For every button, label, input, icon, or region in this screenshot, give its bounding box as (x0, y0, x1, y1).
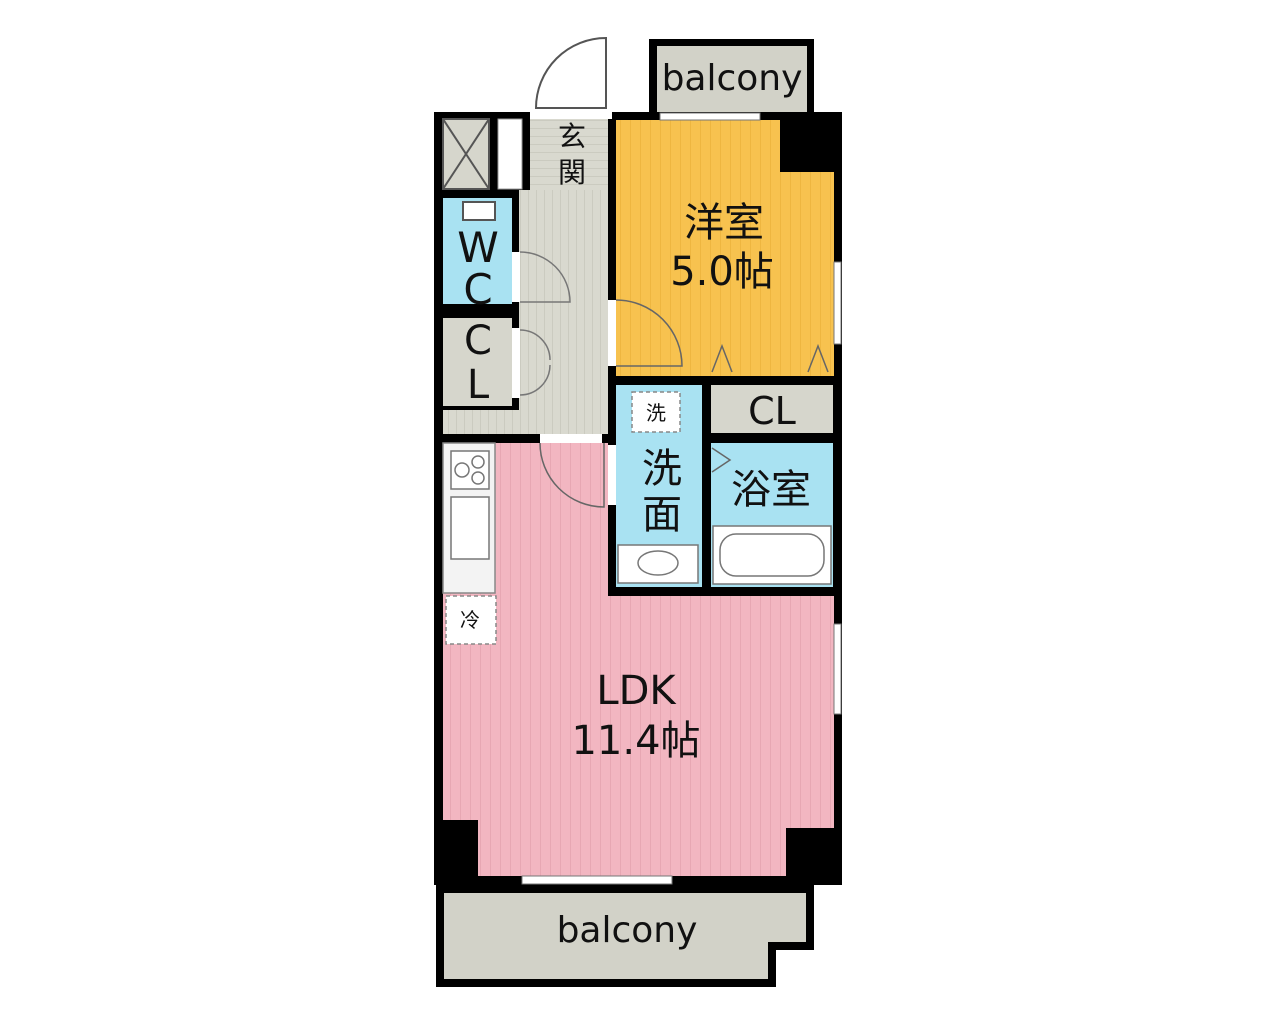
fridge-label: 冷 (460, 608, 480, 632)
ldk-window-side (833, 623, 842, 715)
balcony-top: balcony (649, 39, 814, 115)
closet-right-label: CL (748, 389, 796, 433)
closet-left-letter-c: C (464, 318, 492, 364)
entrance-label-2: 関 (558, 156, 586, 189)
western-room-name: 洋室 (684, 200, 764, 246)
ldk-name: LDK (596, 668, 677, 714)
bathroom: 浴室 (711, 443, 833, 587)
sink-icon (450, 496, 490, 560)
balcony-bottom-label: balcony (557, 910, 698, 951)
western-room: 洋室 5.0帖 (608, 112, 842, 376)
bathtub-icon (712, 525, 832, 585)
washing-machine-icon (631, 391, 681, 433)
western-room-window-side (833, 261, 842, 345)
ldk-room: 冷 LDK 11.4帖 (442, 434, 842, 885)
entrance-door (534, 36, 607, 109)
closet-left-letter-l: L (467, 362, 490, 408)
wc-room: W C (443, 198, 571, 314)
hallway-floor (519, 190, 608, 434)
washroom-letter-2: 面 (642, 492, 682, 538)
washroom: 洗 洗 面 (608, 385, 702, 587)
entrance: 玄 関 (442, 36, 608, 190)
western-room-window-top (659, 112, 761, 121)
ldk-size: 11.4帖 (571, 718, 700, 764)
balcony-bottom: balcony (436, 885, 814, 987)
washroom-letter-1: 洗 (642, 446, 682, 492)
washer-label: 洗 (646, 401, 666, 425)
closet-left: C L (443, 318, 551, 408)
balcony-top-label: balcony (662, 58, 803, 99)
western-room-door (615, 299, 683, 367)
hall-bottom (443, 410, 608, 434)
entrance-label-1: 玄 (558, 120, 586, 153)
ldk-window-bottom (521, 875, 673, 885)
ldk-door (539, 442, 605, 508)
fridge-icon (445, 595, 497, 645)
toilet-icon (462, 201, 496, 221)
wc-letter-w: W (457, 223, 499, 272)
stove-icon (450, 450, 490, 490)
closet-right: CL (711, 385, 833, 433)
wc-letter-c: C (463, 265, 492, 314)
bathroom-label: 浴室 (731, 467, 811, 513)
western-room-size: 5.0帖 (670, 249, 774, 295)
